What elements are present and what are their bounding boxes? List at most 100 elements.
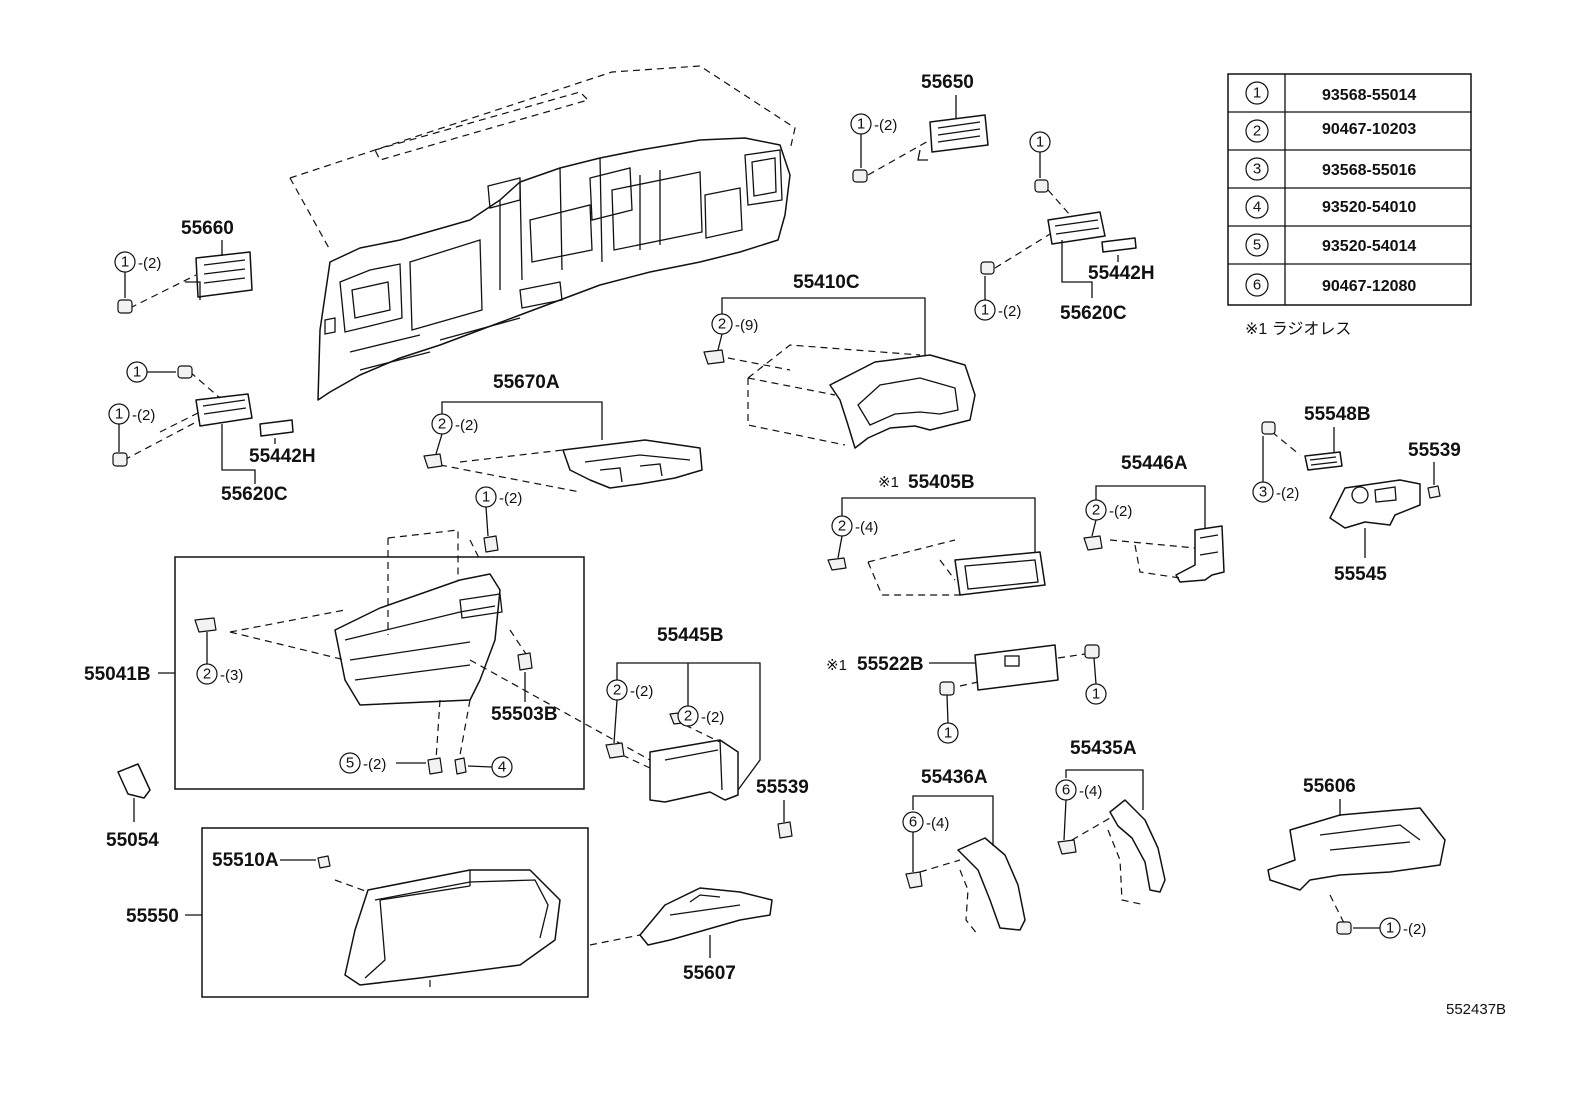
part-55620C-left (112, 365, 294, 467)
legend-note: ※1 ラジオレス (1245, 321, 1351, 338)
legend-row: 1 93568-55014 (1245, 81, 1416, 105)
callout-c12: 3 -(2) (1252, 481, 1299, 503)
svg-text:2: 2 (1253, 123, 1261, 140)
svg-text:5: 5 (346, 755, 354, 772)
svg-text:2: 2 (684, 708, 692, 725)
callout-c14: 2 -(2) (606, 679, 653, 701)
svg-text:1: 1 (115, 406, 123, 423)
part-55054 (117, 763, 151, 799)
callout-c13: 2 -(3) (196, 663, 243, 685)
svg-text:4: 4 (498, 759, 506, 776)
part-number-55660: 55660 (181, 218, 234, 239)
part-number-55436A: 55436A (921, 767, 988, 788)
part-55650-vent (852, 114, 989, 183)
svg-text:-(9): -(9) (735, 317, 758, 334)
svg-text:-(2): -(2) (630, 683, 653, 700)
svg-text:5: 5 (1253, 237, 1261, 254)
svg-text:-(2): -(2) (998, 303, 1021, 320)
svg-text:-(2): -(2) (499, 490, 522, 507)
legend-row: 4 93520-54010 (1245, 195, 1416, 219)
svg-text:-(4): -(4) (855, 519, 878, 536)
legend-row: 5 93520-54014 (1245, 233, 1416, 257)
part-number-55522B: 55522B (857, 654, 924, 675)
legend-row: 2 90467-10203 (1245, 119, 1416, 143)
part-number-55410C: 55410C (793, 272, 860, 293)
svg-text:2: 2 (613, 682, 621, 699)
svg-text:-(2): -(2) (1109, 503, 1132, 520)
svg-text:-(2): -(2) (1276, 485, 1299, 502)
part-55660-vent (117, 251, 253, 314)
svg-text:1: 1 (944, 725, 952, 742)
callout-c6: 1 -(2) (108, 403, 155, 425)
svg-text:3: 3 (1253, 161, 1261, 178)
part-number-55405B: 55405B (908, 472, 975, 493)
svg-text:-(2): -(2) (701, 709, 724, 726)
part-55446A-bracket (1083, 525, 1225, 583)
svg-text:1: 1 (1036, 134, 1044, 151)
part-55405B-cover (827, 539, 1046, 596)
part-55445B-bracket (469, 659, 739, 803)
svg-text:93520-54010: 93520-54010 (1322, 199, 1416, 216)
callout-c22: 1 -(2) (1379, 917, 1426, 939)
part-number-55606: 55606 (1303, 776, 1356, 797)
part-number-55435A: 55435A (1070, 738, 1137, 759)
callout-c4: 1 -(2) (974, 299, 1021, 321)
svg-text:1: 1 (981, 302, 989, 319)
part-number-55670A: 55670A (493, 372, 560, 393)
legend-row: 3 93568-55016 (1245, 157, 1416, 181)
svg-text:4: 4 (1253, 199, 1261, 216)
callout-c17: 4 (491, 756, 513, 778)
svg-text:6: 6 (1253, 277, 1261, 294)
part-number-55054: 55054 (106, 830, 159, 851)
part-55550-glovebox (317, 855, 561, 988)
callout-c5: 1 (126, 361, 148, 383)
part-number-55607: 55607 (683, 963, 736, 984)
part-number-55510A: 55510A (212, 850, 279, 871)
part-number-55620C-left: 55620C (221, 484, 288, 505)
svg-text:2: 2 (838, 518, 846, 535)
part-55607 (589, 887, 773, 946)
callout-c2: 1 -(2) (114, 251, 161, 273)
callout-c9: 1 -(2) (475, 486, 522, 508)
svg-text:-(4): -(4) (1079, 783, 1102, 800)
part-number-55550: 55550 (126, 906, 179, 927)
svg-text:2: 2 (1092, 502, 1100, 519)
part-55545-panel (1261, 421, 1441, 529)
svg-text:1: 1 (1092, 686, 1100, 703)
callout-c18: 1 (1085, 683, 1107, 705)
callout-c7: 2 -(9) (711, 313, 758, 335)
part-number-55539-mid: 55539 (756, 777, 809, 798)
part-number-55503B: 55503B (491, 704, 558, 725)
svg-text:-(2): -(2) (1403, 921, 1426, 938)
diagram-code: 552437B (1446, 1001, 1506, 1018)
legend-row: 6 90467-12080 (1245, 273, 1416, 297)
svg-text:93568-55014: 93568-55014 (1322, 87, 1416, 104)
svg-text:1: 1 (121, 254, 129, 271)
svg-text:-(2): -(2) (874, 117, 897, 134)
part-55410C-meter (703, 344, 976, 449)
part-55041B-frame (194, 529, 533, 775)
callout-c11: 2 -(2) (1085, 499, 1132, 521)
part-number-55539-right: 55539 (1408, 440, 1461, 461)
callout-c3: 1 (1029, 131, 1051, 153)
fastener-legend-table: 1 93568-55014 2 90467-10203 3 93568-5501… (1227, 73, 1472, 306)
svg-text:-(2): -(2) (132, 407, 155, 424)
svg-text:2: 2 (718, 316, 726, 333)
svg-text:90467-10203: 90467-10203 (1322, 121, 1416, 138)
svg-text:-(2): -(2) (455, 417, 478, 434)
svg-text:-(2): -(2) (363, 756, 386, 773)
part-55436A-garnish (905, 837, 1026, 936)
part-number-55548B: 55548B (1304, 404, 1371, 425)
svg-text:1: 1 (133, 364, 141, 381)
svg-text:※1: ※1 (826, 657, 847, 674)
part-number-55446A: 55446A (1121, 453, 1188, 474)
svg-text:2: 2 (203, 666, 211, 683)
svg-text:1: 1 (1386, 920, 1394, 937)
instrument-panel-drawing (289, 65, 796, 401)
part-number-55650: 55650 (921, 72, 974, 93)
part-55539-clip (777, 821, 793, 839)
svg-text:-(3): -(3) (220, 667, 243, 684)
svg-text:93568-55016: 93568-55016 (1322, 162, 1416, 179)
svg-text:1: 1 (482, 489, 490, 506)
